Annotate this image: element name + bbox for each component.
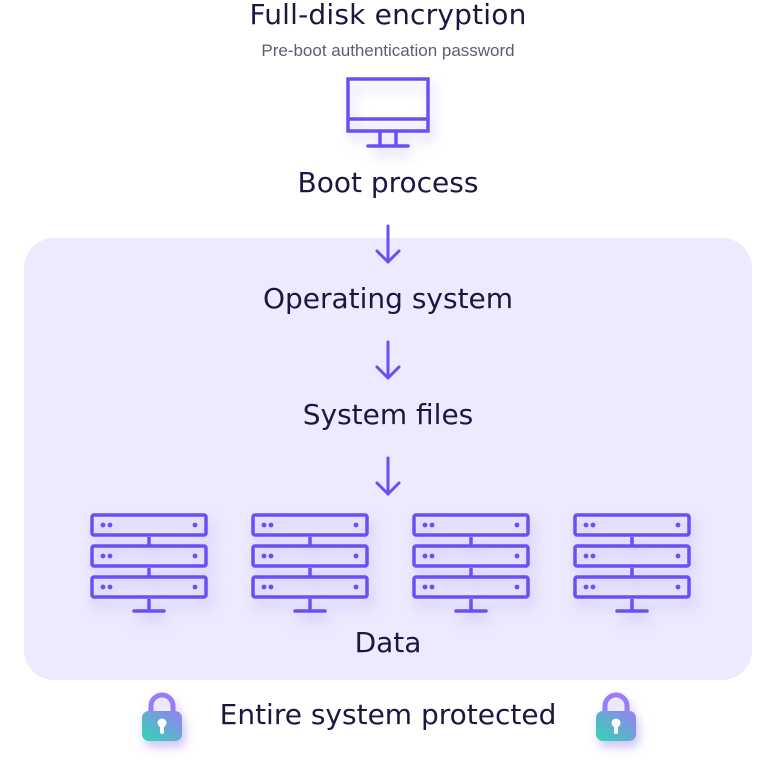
arrow-down-icon (374, 224, 402, 266)
server-rack-icon (90, 513, 208, 615)
step-boot-process: Boot process (297, 166, 479, 199)
step-data: Data (354, 626, 422, 659)
step-system-files: System files (302, 398, 474, 431)
arrow-down-icon (374, 456, 402, 498)
padlock-icon (594, 692, 638, 743)
server-rack-icon (412, 513, 530, 615)
step-operating-system: Operating system (262, 282, 514, 315)
monitor-icon (346, 77, 430, 149)
page-subtitle: Pre-boot authentication password (261, 41, 515, 60)
padlock-icon (140, 692, 184, 743)
arrow-down-icon (374, 340, 402, 382)
footer-label: Entire system protected (219, 698, 557, 731)
page-title: Full-disk encryption (249, 0, 527, 31)
server-rack-icon (251, 513, 369, 615)
server-rack-icon (573, 513, 691, 615)
